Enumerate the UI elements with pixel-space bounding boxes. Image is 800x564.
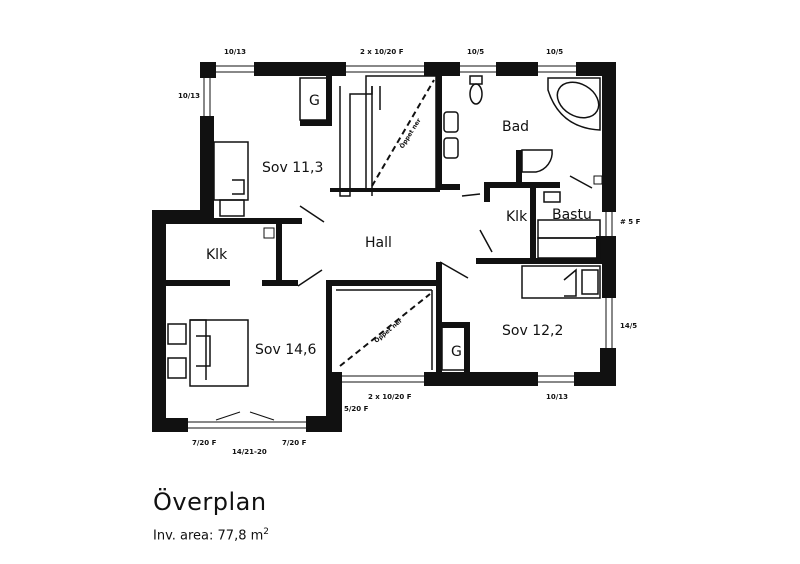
dim-top-1: 10/13: [224, 48, 246, 56]
room-label-klk-left: Klk: [206, 247, 228, 263]
room-label-g-top: G: [309, 93, 320, 109]
wall-right-1: [602, 62, 616, 212]
wall-top-corner-left: [200, 62, 216, 78]
wall-bottom-left-3: [326, 386, 342, 416]
room-label-sov-1: Sov 11,3: [262, 160, 323, 176]
dim-left-1: 10/13: [178, 92, 200, 100]
dim-top-2: 2 x 10/20 F: [360, 48, 404, 56]
exterior-walls: [152, 62, 616, 432]
dim-right-1: # 5 F: [620, 218, 641, 226]
dim-bottom-left-2: 7/20 F: [282, 439, 307, 447]
wall-bottom-left-1: [152, 418, 188, 432]
dim-top-4: 10/5: [546, 48, 563, 56]
note-open-bottom: Öppet ner: [373, 317, 404, 344]
area-label: Inv. area: 77,8 m: [153, 528, 264, 544]
wall-bottom-left-2: [306, 416, 342, 432]
dim-right-2: 14/5: [620, 322, 637, 330]
wall-bottom-right-1: [424, 372, 538, 386]
room-label-hall: Hall: [365, 235, 392, 251]
plan-area: Inv. area: 77,8 m2: [153, 527, 269, 543]
windows: [188, 65, 613, 429]
area-unit-exponent: 2: [263, 527, 269, 537]
wall-bottom-right-2: [574, 372, 616, 386]
room-label-klk-right: Klk: [506, 209, 528, 225]
room-label-g-bottom: G: [451, 344, 462, 360]
wall-top-3: [496, 62, 538, 76]
wall-right-2: [602, 236, 616, 298]
dim-bottom-door: 14/21-20: [232, 448, 267, 456]
wall-top-1: [254, 62, 346, 76]
plan-title: Överplan: [153, 488, 267, 516]
room-label-sov-3: Sov 12,2: [502, 323, 563, 339]
wall-bottom-mid: [326, 372, 342, 386]
room-label-sov-2: Sov 14,6: [255, 342, 316, 358]
dim-bottom-left-1: 7/20 F: [192, 439, 217, 447]
wall-int-1: [326, 76, 332, 126]
fixtures: [167, 75, 603, 421]
dim-bottom-1: 2 x 10/20 F: [368, 393, 412, 401]
dim-top-3: 10/5: [467, 48, 484, 56]
wall-left-upper: [200, 116, 214, 218]
dim-bottom-3: 5/20 F: [344, 405, 369, 413]
wall-left-lower: [152, 210, 166, 432]
wall-top-2: [424, 62, 460, 76]
interior-walls: [166, 76, 602, 374]
dim-bottom-2: 10/13: [546, 393, 568, 401]
room-label-bastu: Bastu: [552, 207, 592, 223]
room-label-bad: Bad: [502, 119, 529, 135]
